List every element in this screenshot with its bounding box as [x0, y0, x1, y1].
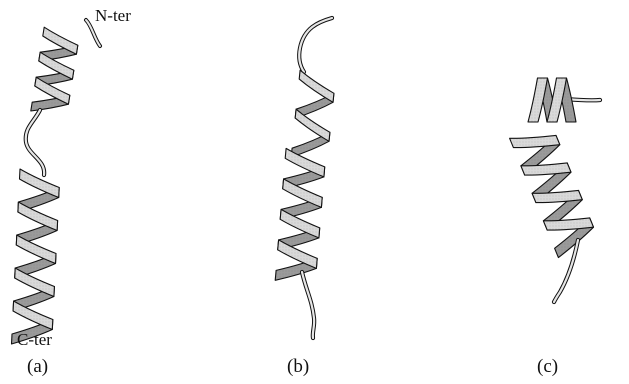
n-terminus-label: N-ter — [95, 6, 131, 25]
helix-structure-b — [275, 18, 334, 338]
c-terminus-label: C-ter — [17, 330, 52, 349]
n-tail-b — [299, 18, 332, 72]
helix-a-lower-ribbon-front-0-shading — [20, 169, 60, 198]
panel-c-caption: (c) — [537, 356, 558, 377]
helix-structure-a — [12, 20, 101, 344]
helix-b-upper-ribbon-front-2-shading — [295, 109, 330, 141]
panel-b-caption: (b) — [287, 356, 309, 377]
helix-b-upper-ribbon-front-0-shading — [299, 70, 334, 102]
helix-structure-c — [510, 78, 600, 302]
panel-a-caption: (a) — [27, 356, 48, 377]
